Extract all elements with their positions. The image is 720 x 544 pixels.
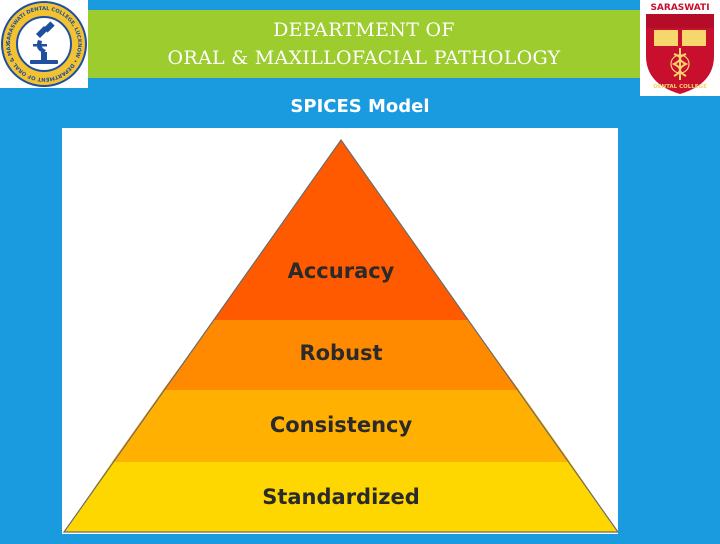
pyramid-tier-standardized bbox=[64, 462, 618, 532]
tier-label-consistency: Consistency bbox=[270, 413, 413, 437]
header-band bbox=[0, 10, 720, 78]
crest-bottom-text: DENTAL COLLEGE bbox=[653, 84, 707, 90]
slide-title: SPICES Model bbox=[290, 96, 430, 117]
pyramid-tier-accuracy bbox=[214, 140, 468, 320]
tier-label-accuracy: Accuracy bbox=[288, 259, 395, 283]
pyramid-outline bbox=[62, 138, 618, 533]
department-title-line1: DEPARTMENT OF bbox=[273, 19, 455, 41]
department-title-line2: ORAL & MAXILLOFACIAL PATHOLOGY bbox=[167, 47, 561, 69]
microscope-seal-icon: SARASWATI DENTAL COLLEGE, LUCKNOW • DEPA… bbox=[0, 0, 87, 87]
pyramid-panel: Accuracy Robust Consistency Standardized bbox=[62, 128, 618, 534]
spices-pyramid: Accuracy Robust Consistency Standardized bbox=[62, 138, 618, 533]
crest-icon: SARASWATI DENTAL COLLEGE bbox=[646, 3, 714, 94]
pyramid-tier-robust bbox=[163, 320, 519, 390]
college-seal-logo: SARASWATI DENTAL COLLEGE, LUCKNOW • DEPA… bbox=[0, 0, 88, 88]
pyramid-tier-consistency bbox=[112, 390, 570, 462]
tier-label-robust: Robust bbox=[299, 341, 382, 365]
crest-top-text: SARASWATI bbox=[650, 3, 709, 13]
tier-label-standardized: Standardized bbox=[262, 485, 420, 509]
dental-college-crest-logo: SARASWATI DENTAL COLLEGE bbox=[640, 0, 720, 96]
department-title: DEPARTMENT OF ORAL & MAXILLOFACIAL PATHO… bbox=[90, 16, 638, 72]
